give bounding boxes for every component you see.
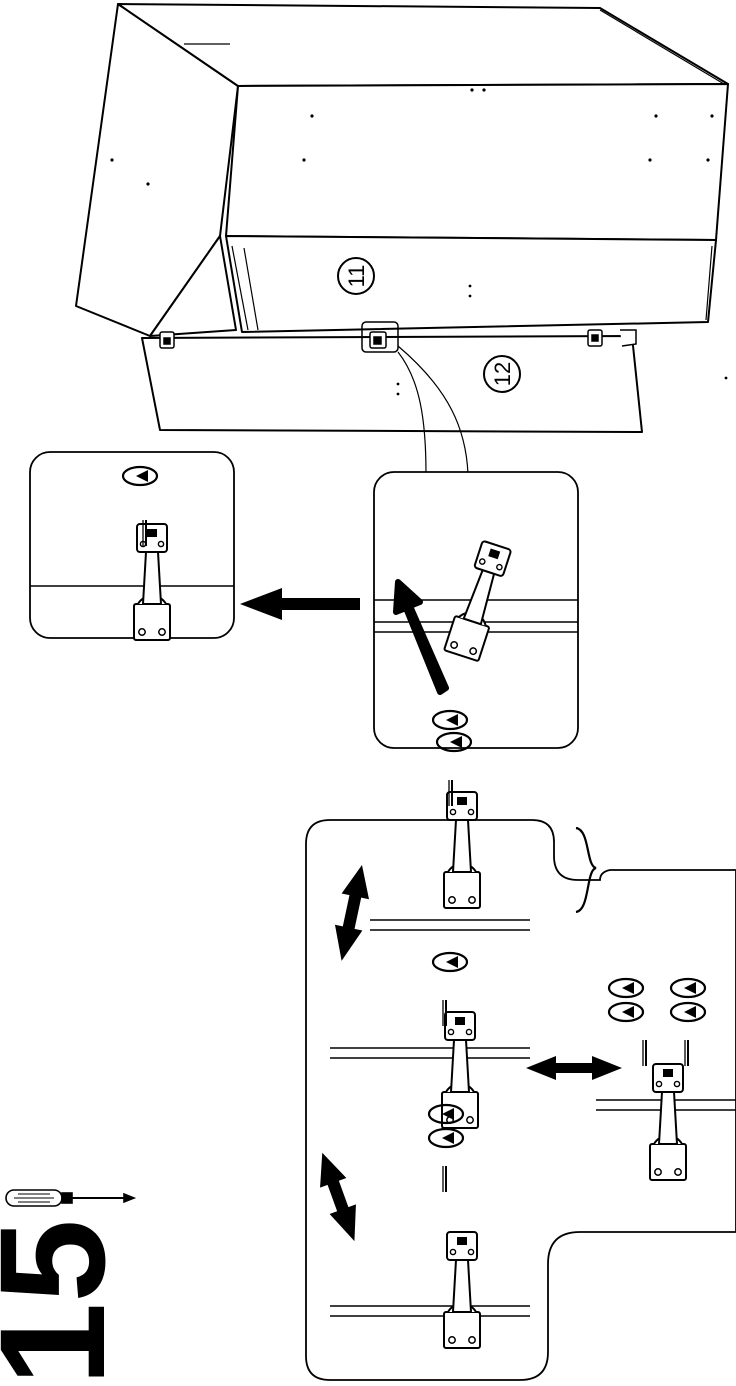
phillips-screwdriver-icon [5, 1189, 137, 1207]
adjustment-detail-panel [305, 709, 736, 1381]
part-label-11: 11 [337, 257, 375, 295]
double-arrow-vertical-upper [334, 865, 370, 961]
inner-side-panel [149, 235, 237, 337]
step-number: 15 [0, 1219, 136, 1386]
push-direction-arrow [393, 579, 449, 695]
hinge-adjust-height-lower [330, 1103, 530, 1349]
part-label-12-text: 12 [490, 362, 515, 386]
panel-12-door [141, 335, 643, 433]
sequence-arrow [240, 588, 360, 620]
cabinet-back-panel [225, 83, 729, 241]
callout-line-right [397, 345, 469, 475]
cabinet-hinge-right [587, 329, 637, 347]
part-label-12: 12 [483, 355, 521, 393]
cabinet-hinge-middle [369, 331, 387, 349]
callout-line-left [397, 351, 427, 475]
grouping-brace [575, 826, 597, 914]
hinge-adjust-lateral [596, 977, 736, 1181]
panel-11 [225, 235, 717, 333]
hinge-adjust-height [330, 951, 530, 1129]
hinge-adjust-depth [370, 709, 530, 931]
double-arrow-horizontal [526, 1056, 622, 1080]
detail-panel-insert-hinge [373, 471, 579, 749]
detail-panel-tighten-screw [29, 451, 235, 641]
cabinet-hinge-left [159, 331, 175, 349]
part-label-11-text: 11 [344, 265, 369, 288]
cabinet-drawing [75, 3, 729, 433]
double-arrow-vertical-lower [320, 1152, 356, 1242]
zoom-highlight-box [361, 321, 399, 353]
panel-screw-holes [110, 88, 728, 396]
